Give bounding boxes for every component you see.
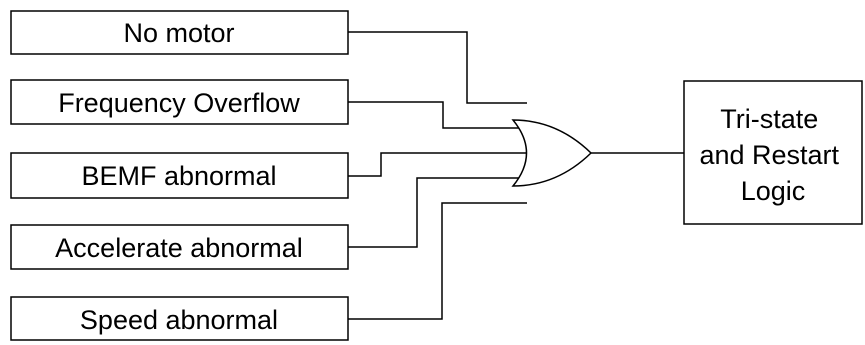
output-label-line-2: and Restart: [699, 140, 839, 170]
or-gate: [511, 119, 593, 187]
input-label-bemf-abnormal: BEMF abnormal: [81, 161, 276, 191]
input-box-frequency-overflow: [10, 79, 349, 125]
output-label: Tri-state and Restart Logic: [699, 104, 846, 206]
wire-accelerate-abnormal: [348, 177, 527, 248]
input-no-motor: No motor: [10, 10, 349, 55]
output-box: [683, 80, 863, 225]
input-label-speed-abnormal: Speed abnormal: [80, 305, 278, 335]
input-accelerate-abnormal: Accelerate abnormal: [10, 224, 349, 270]
input-speed-abnormal: Speed abnormal: [10, 296, 349, 341]
wire-frequency-overflow: [348, 101, 527, 129]
input-box-no-motor: [10, 10, 349, 55]
input-bemf-abnormal: BEMF abnormal: [10, 152, 349, 199]
output-label-line-3: Logic: [741, 176, 806, 206]
output-tri-state-restart-logic: Tri-state and Restart Logic: [683, 80, 863, 225]
wire-speed-abnormal: [348, 202, 527, 320]
wire-no-motor: [348, 31, 527, 104]
input-box-speed-abnormal: [10, 296, 349, 341]
input-frequency-overflow: Frequency Overflow: [10, 79, 349, 125]
input-label-no-motor: No motor: [123, 18, 234, 48]
input-label-frequency-overflow: Frequency Overflow: [58, 88, 300, 118]
output-label-line-1: Tri-state: [720, 104, 818, 134]
input-label-accelerate-abnormal: Accelerate abnormal: [55, 233, 303, 263]
input-box-bemf-abnormal: [10, 152, 349, 199]
wire-bemf-abnormal: [348, 152, 527, 177]
